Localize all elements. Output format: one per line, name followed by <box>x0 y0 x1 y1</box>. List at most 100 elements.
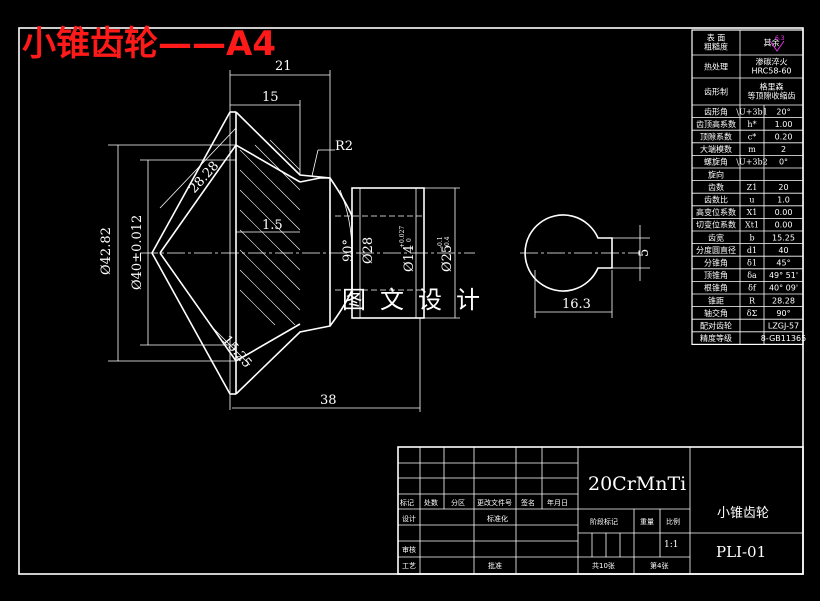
gear-section-view <box>108 70 475 412</box>
spec-symbol: Xt1 <box>745 221 759 230</box>
spec-value: 8-GB11365 <box>761 334 806 343</box>
dim-dia-42-82: Ø42.82 <box>99 227 114 275</box>
spec-table: 表 面粗糙度其余6.3热处理渗碳淬火HRC58-60齿形制格里森等顶隙收缩齿齿形… <box>691 29 806 345</box>
spec-label: 齿数比 <box>704 195 728 205</box>
dim-dia-14-tol-up: +0.027 <box>399 226 406 248</box>
spec-label: 高变位系数 <box>696 207 736 217</box>
spec-value: 格里森 <box>760 82 784 92</box>
spec-label: 螺旋角 <box>704 157 728 167</box>
spec-symbol: c* <box>748 133 756 142</box>
tb-label-standard: 标准化 <box>487 514 508 523</box>
spec-symbol: m <box>748 145 756 154</box>
tb-label-weight: 重量 <box>640 518 654 526</box>
spec-label: 齿形制 <box>704 87 728 97</box>
tb-label-sheets-total: 共10张 <box>592 561 615 570</box>
spec-symbol: d1 <box>747 246 757 255</box>
spec-value: 0.00 <box>775 208 793 217</box>
tb-label-sheet-no: 第4张 <box>650 561 668 570</box>
spec-symbol: δΣ <box>747 309 758 318</box>
spec-label: 分度圆直径 <box>696 245 736 255</box>
spec-value: 49° 51' <box>769 271 798 280</box>
dim-dia-25: Ø25 <box>440 245 455 272</box>
dim-dia-28: Ø28 <box>361 237 376 264</box>
dim-dia-25-tol-lo: -0.4 <box>444 236 451 248</box>
spec-label: 旋向 <box>708 169 724 179</box>
spec-value: 20° <box>776 107 790 116</box>
roughness-icon <box>769 40 785 52</box>
material-text: 20CrMnTi <box>588 473 686 495</box>
tb-label-count: 处数 <box>424 498 438 507</box>
tb-label-approve: 批准 <box>488 561 502 570</box>
dim-16-3: 16.3 <box>562 297 591 312</box>
spec-value: 0.20 <box>775 133 793 142</box>
spec-label: 配对齿轮 <box>700 321 732 331</box>
spec-value: 20 <box>778 183 788 192</box>
spec-label: 顶隙系数 <box>700 132 732 142</box>
spec-label: 切变位系数 <box>696 220 736 230</box>
tb-label-mark: 标记 <box>400 498 414 507</box>
tb-label-stage-mark: 阶段标记 <box>590 517 618 526</box>
spec-value: 0° <box>779 158 788 167</box>
dim-dia-14: Ø14 <box>402 245 417 272</box>
spec-symbol: R <box>749 296 756 305</box>
tb-label-design: 设计 <box>402 514 416 523</box>
spec-value: 等顶隙收缩齿 <box>748 91 796 101</box>
keyway-view <box>520 214 650 318</box>
spec-label: 精度等级 <box>700 333 732 343</box>
spec-symbol: Z1 <box>747 183 758 192</box>
spec-label: 大端模数 <box>700 144 732 154</box>
dim-5: 5 <box>637 249 652 257</box>
spec-label: 齿数 <box>708 182 724 192</box>
spec-symbol: X1 <box>747 208 758 217</box>
spec-symbol: b <box>749 233 754 242</box>
spec-symbol: u <box>749 196 754 205</box>
spec-label: 粗糙度 <box>704 42 728 52</box>
spec-label: 顶锥角 <box>704 270 728 280</box>
spec-value: 1.0 <box>777 196 790 205</box>
spec-value: 40° 09' <box>769 284 798 293</box>
spec-symbol: δf <box>748 284 757 293</box>
roughness-value: 6.3 <box>775 35 785 42</box>
spec-symbol: h* <box>747 120 756 129</box>
dim-38: 38 <box>320 393 337 408</box>
spec-label: 齿形角 <box>704 106 728 116</box>
tb-label-date: 年月日 <box>547 498 568 507</box>
tb-label-sign: 签名 <box>521 498 535 507</box>
spec-value: 0.00 <box>775 221 793 230</box>
spec-label: 分锥角 <box>704 258 728 268</box>
spec-label: 锥距 <box>708 295 724 305</box>
tb-label-scale: 比例 <box>666 517 680 526</box>
title-block <box>397 446 804 575</box>
spec-label: 齿宽 <box>708 232 724 242</box>
watermark-text: 图文设计 <box>342 286 494 314</box>
spec-value: HRC58-60 <box>751 67 791 76</box>
spec-value: LZGJ-57 <box>768 322 799 331</box>
spec-label: 表 面 <box>707 33 726 43</box>
dim-15: 15 <box>262 90 279 105</box>
dim-r2: R2 <box>335 139 353 154</box>
spec-symbol: δa <box>747 271 757 280</box>
tb-label-change-doc: 更改文件号 <box>477 498 512 507</box>
dim-21: 21 <box>275 59 292 74</box>
spec-value: 1.00 <box>775 120 793 129</box>
tb-label-check: 审核 <box>402 545 416 554</box>
spec-value: 90° <box>776 309 790 318</box>
spec-value: 渗碳淬火 <box>756 57 788 67</box>
drawing-number-text: PLI-01 <box>716 543 766 561</box>
part-name-text: 小锥齿轮 <box>717 506 769 521</box>
tb-label-zone: 分区 <box>451 498 465 507</box>
spec-value: 45° <box>776 259 790 268</box>
spec-value: 2 <box>781 145 786 154</box>
dim-90deg: 90° <box>341 239 356 262</box>
dim-dia-40: Ø40±0.012 <box>130 215 145 290</box>
spec-label: 轴交角 <box>704 308 728 318</box>
dim-1-5: 1.5 <box>262 218 283 233</box>
dim-dia-25-tol-up: -0.1 <box>437 236 444 248</box>
spec-label: 齿顶高系数 <box>696 119 736 129</box>
spec-value: 40 <box>778 246 788 255</box>
drawing-title: 小锥齿轮——A4 <box>22 24 276 64</box>
spec-value: 28.28 <box>772 296 795 305</box>
scale-text: 1:1 <box>664 540 678 550</box>
spec-symbol: \U+3b2 <box>736 158 767 167</box>
